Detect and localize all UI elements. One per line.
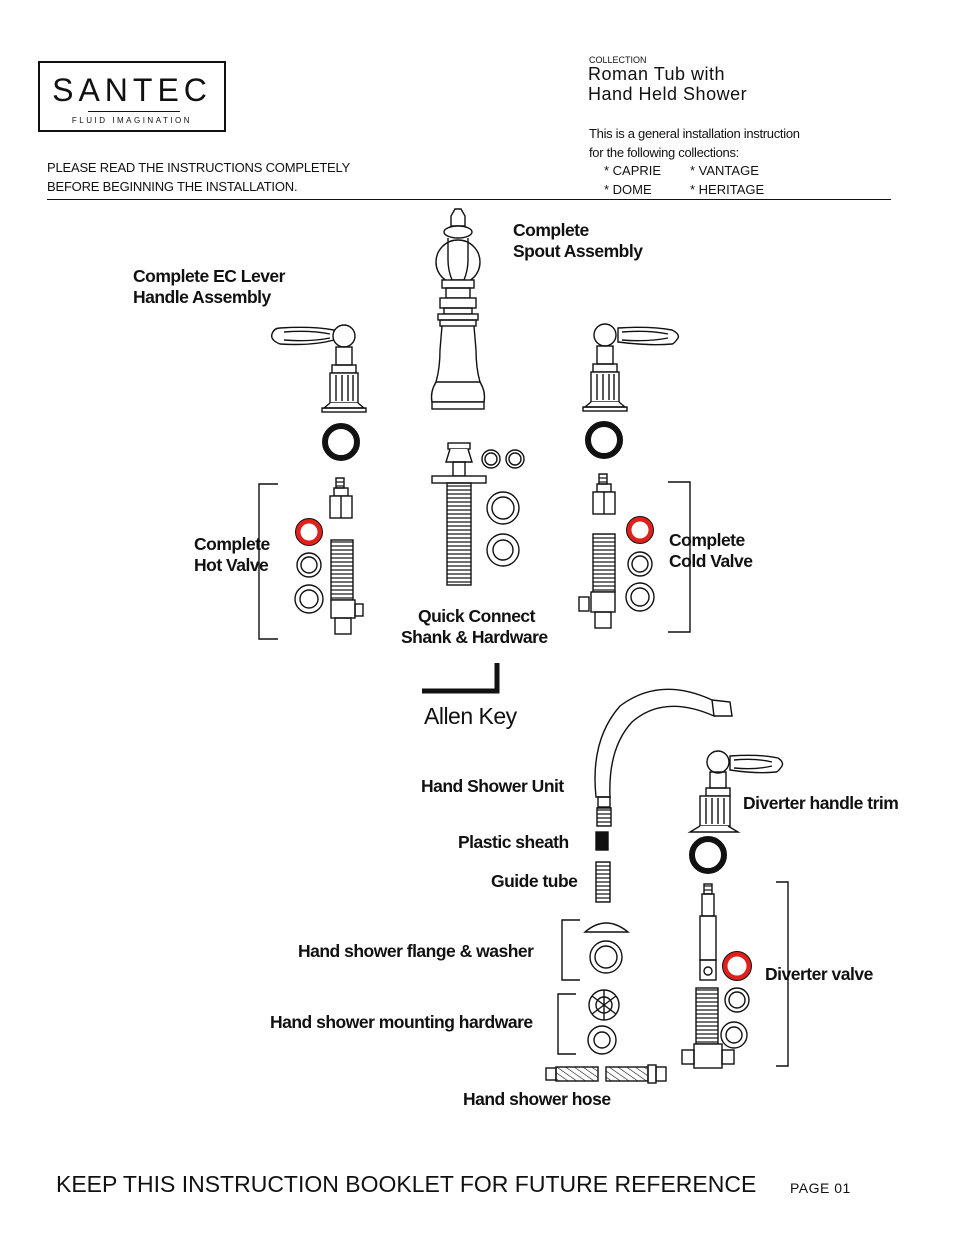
label-mounting-hardware: Hand shower mounting hardware [270,1012,533,1032]
label-guide-tube: Guide tube [491,871,578,891]
label-spout-1: Complete [513,220,589,240]
collection-item: * DOME [604,182,652,197]
label-cold-valve-1: Complete [669,530,745,550]
hose-drawing [545,1064,667,1084]
spout-assembly-drawing [430,208,486,410]
brand-logo: SANTEC FLUID IMAGINATION [38,61,226,132]
label-hand-shower-unit: Hand Shower Unit [421,776,564,796]
page-number: PAGE 01 [790,1180,851,1196]
cold-valve-drawing [578,473,655,629]
collection-title-line1: Roman Tub with [588,64,726,84]
label-plastic-sheath: Plastic sheath [458,832,569,852]
collection-caption: COLLECTION [589,55,647,65]
read-notice-line2: BEFORE BEGINNING THE INSTALLATION. [47,179,298,194]
label-hot-valve-2: Hot Valve [194,555,269,575]
label-lever-2: Handle Assembly [133,287,271,307]
label-hose: Hand shower hose [463,1089,611,1109]
right-lever-handle-drawing [582,323,680,412]
general-note-line1: This is a general installation instructi… [589,126,800,141]
label-diverter-valve: Diverter valve [765,964,873,984]
allen-key-drawing [422,663,500,694]
brand-tagline: FLUID IMAGINATION [71,116,193,125]
label-shank-1: Quick Connect [418,606,536,626]
plastic-sheath-drawing [595,831,609,851]
label-allen-key: Allen Key [424,703,517,729]
read-notice-line1: PLEASE READ THE INSTRUCTIONS COMPLETELY [47,160,351,175]
flange-drawing [583,922,630,933]
collection-item: * VANTAGE [690,163,759,178]
label-flange-washer: Hand shower flange & washer [298,941,534,961]
label-diverter-trim: Diverter handle trim [743,793,899,813]
header-divider [47,199,891,200]
hot-valve-oring [295,518,323,546]
quick-connect-shank-drawing [431,442,525,586]
label-hot-valve-1: Complete [194,534,270,554]
diverter-valve-drawing [681,883,750,1069]
hot-valve-drawing [294,477,364,635]
logo-divider [88,111,180,112]
label-lever-1: Complete EC Lever [133,266,285,286]
left-lever-handle-drawing [270,324,367,413]
collection-item: * HERITAGE [690,182,765,197]
label-shank-2: Shank & Hardware [401,627,548,647]
diverter-handle-drawing [687,750,784,833]
collection-title-line2: Hand Held Shower [588,84,748,104]
hand-shower-unit-drawing [594,688,733,827]
collection-item: * CAPRIE [604,163,662,178]
diverter-valve-oring [722,951,752,981]
label-spout-2: Spout Assembly [513,241,643,261]
footer-note: KEEP THIS INSTRUCTION BOOKLET FOR FUTURE… [56,1171,757,1197]
guide-tube-drawing [595,861,611,903]
general-note-line2: for the following collections: [589,145,739,160]
brand-name: SANTEC [52,72,212,108]
cold-valve-oring [626,516,654,544]
